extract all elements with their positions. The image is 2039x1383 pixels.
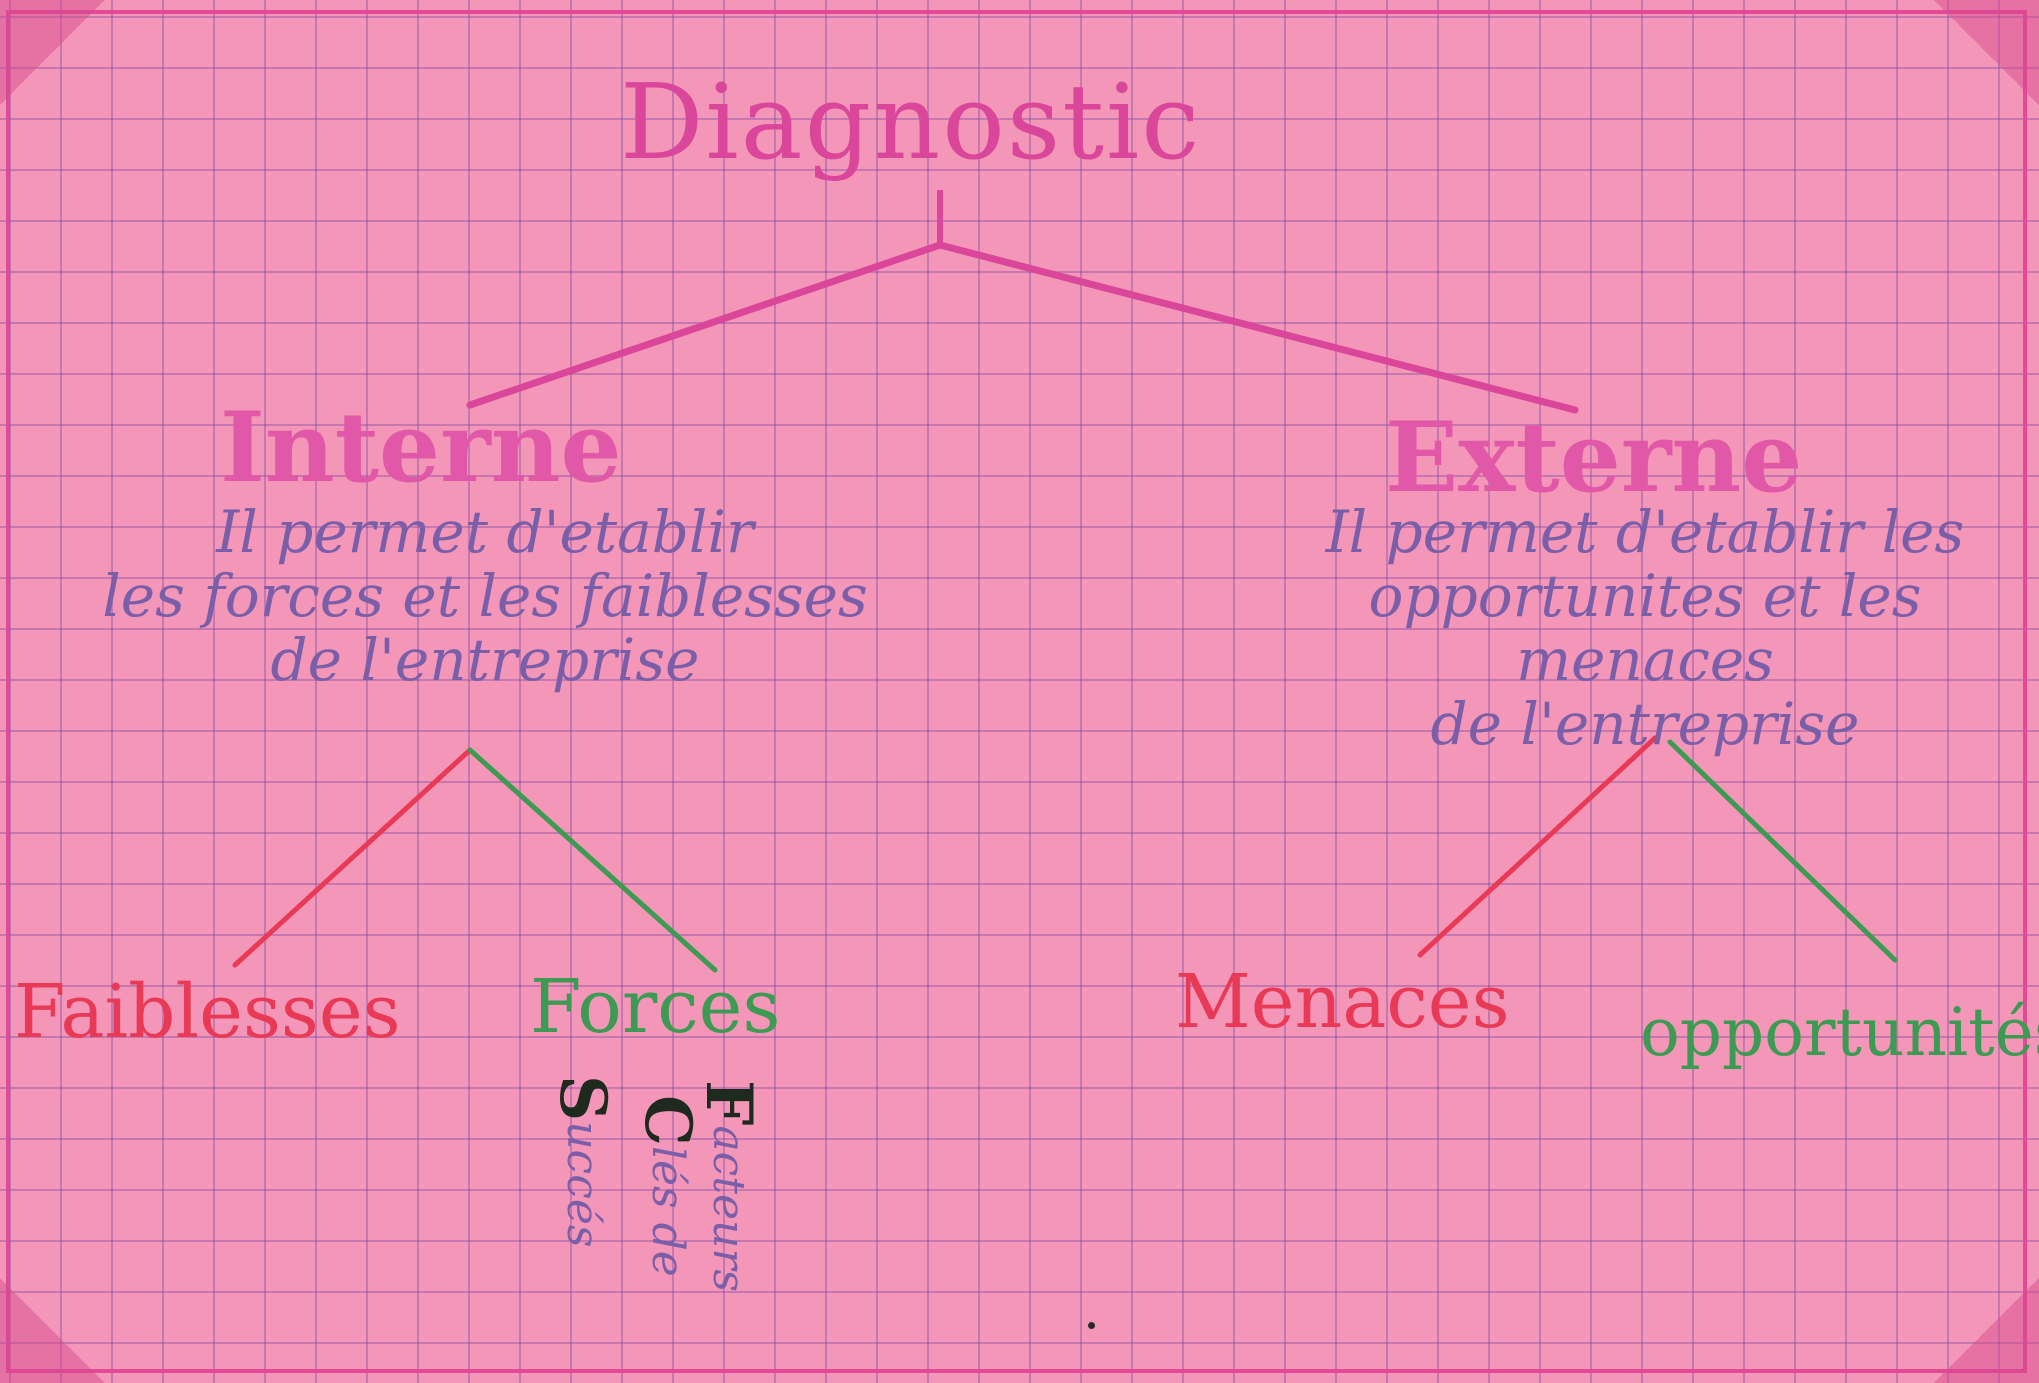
- branch-to-strengths: [467, 747, 718, 973]
- external-description: Il permet d'etablir les opportunites et …: [1265, 500, 2025, 756]
- factor-initial: S: [545, 1075, 620, 1122]
- threats-label: Menaces: [1175, 959, 1510, 1045]
- factor-rest: lés de: [642, 1145, 693, 1277]
- factor-initial: C: [630, 1095, 705, 1146]
- ink-dot: [1088, 1322, 1095, 1329]
- external-description-line: Il permet d'etablir les: [1325, 498, 1965, 566]
- key-success-factor-word: Facteurs: [691, 1080, 766, 1292]
- internal-description-line: de l'entreprise: [270, 626, 700, 694]
- corner-decoration: [0, 1233, 150, 1383]
- corner-decoration: [0, 0, 150, 150]
- key-success-factor-word: Clés de: [630, 1095, 705, 1277]
- weaknesses-label: Faiblesses: [14, 969, 401, 1055]
- external-heading: Externe: [1385, 401, 1803, 514]
- internal-description-line: Il permet d'etablir: [216, 498, 754, 566]
- branch-to-external: [936, 241, 1579, 414]
- branch-to-opportunities: [1667, 739, 1898, 963]
- corner-decoration: [1889, 0, 2039, 150]
- strengths-label: Forces: [530, 964, 781, 1050]
- internal-description-line: les forces et les faiblesses: [102, 562, 868, 630]
- page-border: [6, 10, 2027, 1373]
- branch-to-internal: [466, 241, 944, 409]
- internal-description: Il permet d'etablir les forces et les fa…: [70, 500, 900, 692]
- factor-initial: F: [691, 1080, 766, 1126]
- corner-decoration: [1889, 1233, 2039, 1383]
- internal-heading: Interne: [220, 391, 622, 504]
- branch-to-threats: [1417, 735, 1658, 958]
- factor-rest: uccés: [557, 1121, 608, 1248]
- key-success-factor-word: Succés: [545, 1075, 620, 1248]
- external-description-line: opportunites et les menaces: [1368, 562, 1922, 694]
- diagram-title: Diagnostic: [620, 61, 1202, 183]
- branch-to-weaknesses: [232, 747, 473, 968]
- opportunities-label: opportunités: [1640, 994, 2039, 1071]
- factor-rest: acteurs: [703, 1125, 754, 1292]
- external-description-line: de l'entreprise: [1430, 690, 1860, 758]
